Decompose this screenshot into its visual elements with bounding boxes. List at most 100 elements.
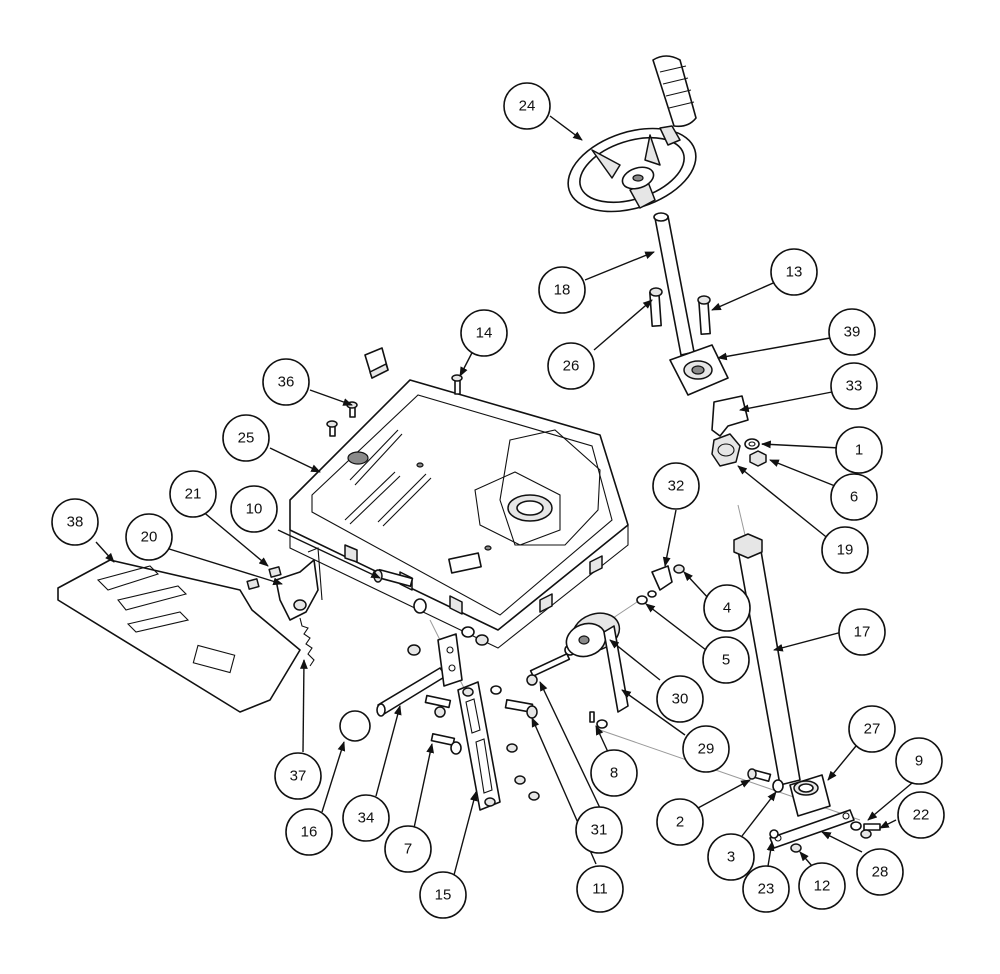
callout-25: 25 [222,414,270,462]
svg-text:15: 15 [435,887,452,904]
callout-20: 20 [125,513,173,561]
callout-2: 2 [656,798,704,846]
callout-5: 5 [702,636,750,684]
callout-10: 10 [230,485,278,533]
svg-text:26: 26 [563,358,580,375]
callout-31: 31 [575,806,623,854]
svg-text:20: 20 [141,529,158,546]
svg-text:23: 23 [758,881,775,898]
svg-text:38: 38 [67,514,84,531]
screw-36 [326,401,358,437]
callout-8: 8 [590,749,638,797]
callout-16: 16 [285,808,333,856]
svg-text:37: 37 [290,768,307,785]
bolts-7 [424,694,462,755]
nuts-cluster [407,626,489,656]
callout-17: 17 [838,608,886,656]
steering-shaft [653,212,695,356]
callout-33: 33 [830,362,878,410]
chassis-tray [289,379,629,649]
bolt-22 [860,823,881,839]
svg-text:14: 14 [476,325,493,342]
svg-text:32: 32 [668,478,685,495]
callout-27: 27 [848,705,896,753]
svg-text:39: 39 [844,324,861,341]
pivot-shaft-34 [376,633,463,717]
svg-text:9: 9 [915,753,923,770]
callout-3: 3 [707,833,755,881]
washer-3 [772,779,784,793]
svg-text:6: 6 [850,489,858,506]
svg-text:30: 30 [672,691,689,708]
callout-19: 19 [821,526,869,574]
bracket-32 [651,565,673,591]
bolt-11 [490,685,540,801]
washer-23 [769,829,779,839]
callout-30: 30 [656,675,704,723]
callout-4: 4 [703,584,751,632]
ball-knob [339,710,371,742]
callout-23: 23 [742,865,790,913]
nut-4 [673,564,685,574]
callout-22: 22 [897,791,945,839]
callout-29: 29 [682,725,730,773]
svg-text:3: 3 [727,849,735,866]
wedge-block [364,347,389,379]
svg-text:13: 13 [786,264,803,281]
callout-12: 12 [798,862,846,910]
screw-14 [451,374,463,395]
nut-6 [749,450,767,467]
svg-text:18: 18 [554,282,571,299]
callout-14: 14 [460,309,508,357]
callout-36: 36 [262,358,310,406]
steering-wheel [567,55,697,213]
bolt-2 [747,768,772,782]
svg-text:17: 17 [854,624,871,641]
callout-38: 38 [51,498,99,546]
pedal-linkage [246,547,323,621]
svg-text:7: 7 [404,841,412,858]
flange-bearing [669,344,729,396]
washer-5 [636,590,657,605]
washer-9 [850,821,862,831]
svg-text:4: 4 [723,600,731,617]
bracket-33 [711,395,749,437]
svg-text:19: 19 [837,542,854,559]
floor-mat [57,559,301,713]
slotted-arm [457,681,501,811]
svg-text:31: 31 [591,822,608,839]
callout-28: 28 [856,848,904,896]
callout-39: 39 [828,308,876,356]
callout-balloons: 24 18 13 26 39 14 36 33 1 6 19 25 32 4 5… [51,82,945,919]
clamp-27 [789,774,831,817]
nut-12 [790,843,802,853]
svg-text:22: 22 [913,807,930,824]
callout-26: 26 [547,342,595,390]
callout-37: 37 [274,752,322,800]
gear-19 [711,433,741,467]
screw-8 [589,711,608,729]
svg-text:10: 10 [246,501,263,518]
bolt-13 [697,295,711,336]
callout-9: 9 [895,737,943,785]
svg-text:36: 36 [278,374,295,391]
callout-13: 13 [770,248,818,296]
bolt-26 [649,287,663,328]
callout-18: 18 [538,266,586,314]
callout-6: 6 [830,473,878,521]
svg-text:8: 8 [610,765,618,782]
spring-37 [299,617,315,667]
svg-text:1: 1 [855,442,863,459]
svg-text:16: 16 [301,824,318,841]
svg-text:27: 27 [864,721,881,738]
svg-text:5: 5 [722,652,730,669]
leader-lines [95,115,919,876]
callout-34: 34 [342,794,390,842]
callout-7: 7 [384,825,432,873]
svg-text:11: 11 [592,881,608,898]
callout-24: 24 [503,82,551,130]
svg-text:2: 2 [676,814,684,831]
svg-text:33: 33 [846,378,863,395]
